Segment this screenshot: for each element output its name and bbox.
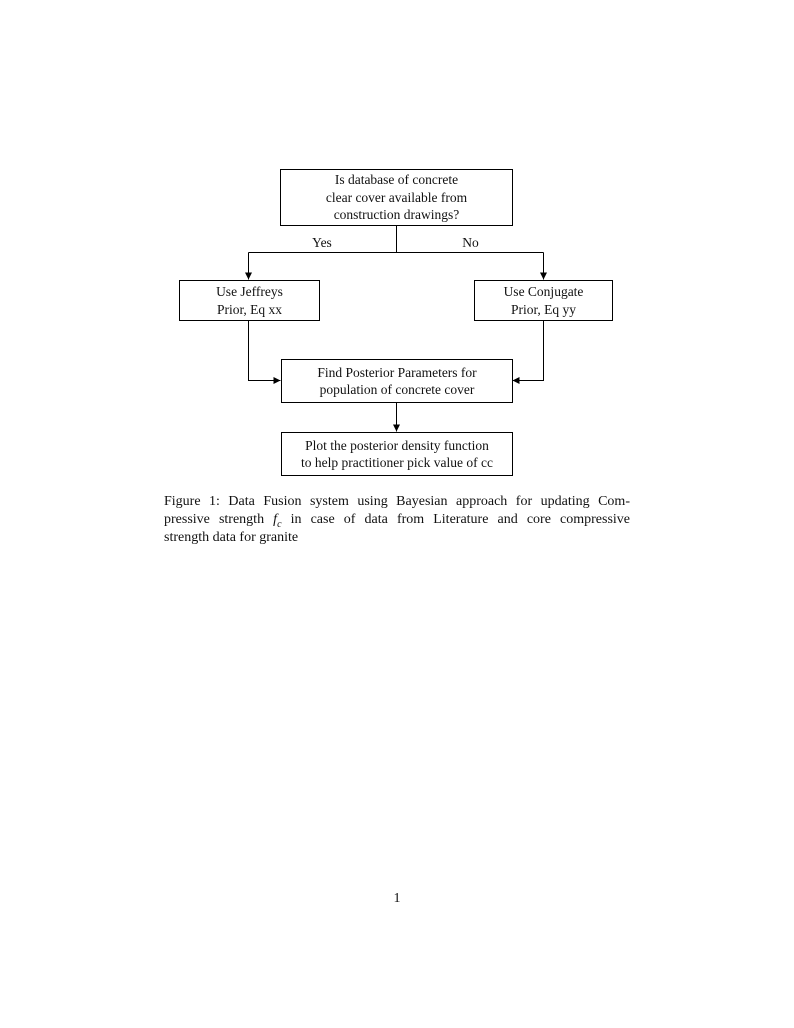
flowchart-node-find-posterior: Find Posterior Parameters for population… — [281, 359, 513, 403]
figure-caption-line-3: strength data for granite — [164, 530, 299, 545]
flowchart-node-jeffreys-prior: Use Jeffreys Prior, Eq xx — [179, 280, 320, 321]
figure-caption-line-2: pressive strength fc in case of data fro… — [164, 511, 630, 529]
flowchart-node-decision: Is database of concrete clear cover avai… — [280, 169, 513, 226]
edge-label-no: No — [462, 235, 479, 250]
flowchart-node-conjugate-prior: Use Conjugate Prior, Eq yy — [474, 280, 613, 321]
edge-conjugate-to-posterior — [512, 321, 544, 384]
math-subscript-c: c — [277, 518, 282, 530]
figure-caption: Figure 1: Data Fusion system using Bayes… — [164, 493, 630, 547]
caption-line2-suffix: in case of data from Literature and core… — [290, 512, 630, 527]
math-f: f — [273, 512, 278, 527]
flowchart-node-plot-density: Plot the posterior density function to h… — [281, 432, 513, 476]
figure-caption-line-1: Figure 1: Data Fusion system using Bayes… — [164, 494, 630, 509]
math-fc-symbol: fc — [273, 512, 282, 530]
edge-label-yes: Yes — [312, 235, 332, 250]
edge-jeffreys-to-posterior — [248, 321, 281, 384]
caption-line2-prefix: pressive strength — [164, 512, 265, 527]
page-number: 1 — [393, 891, 401, 906]
